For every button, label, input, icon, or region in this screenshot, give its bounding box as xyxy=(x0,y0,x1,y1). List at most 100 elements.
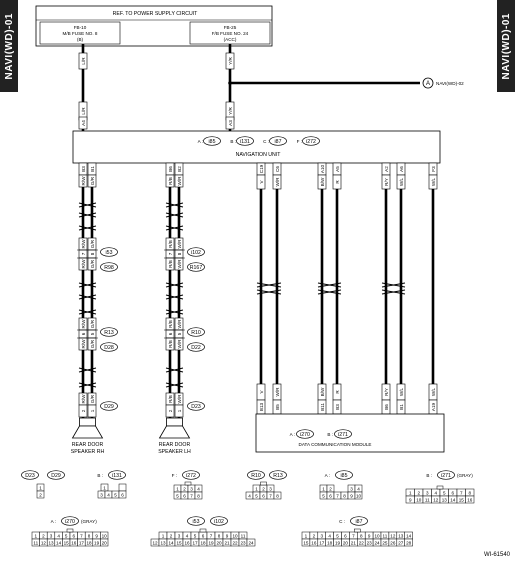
connector-name: i53 xyxy=(193,519,200,525)
pin-number: 10 xyxy=(232,533,238,538)
pin-number: 2 xyxy=(313,533,316,538)
wire-color: R/W xyxy=(81,394,86,404)
pin-number: 5 xyxy=(176,493,179,498)
pin-number: 8 xyxy=(360,533,363,538)
pin-number: B13 xyxy=(259,402,264,411)
connector-name: i87 xyxy=(356,519,363,525)
wire-color: G/R xyxy=(90,176,95,185)
wire-color: Y/R xyxy=(228,106,233,114)
pin-number: 8 xyxy=(197,493,200,498)
wire-color: R/B xyxy=(168,260,173,268)
nav-conn-name: i85 xyxy=(209,139,216,145)
pin-number: 21 xyxy=(351,540,357,545)
pin-number: A2 xyxy=(384,166,389,172)
pin-number: 18 xyxy=(200,540,206,545)
connector-suffix: (GRAY) xyxy=(457,473,473,478)
navigation-unit-box xyxy=(72,130,441,164)
pin-number: 19 xyxy=(94,540,100,545)
pin-number: A3 xyxy=(228,120,233,126)
pin-box xyxy=(396,174,406,190)
junction-conn-oval xyxy=(187,247,205,257)
branch-marker-letter: A xyxy=(426,81,430,87)
pin-number: 4 xyxy=(197,486,200,491)
dcm-twist xyxy=(256,282,282,288)
rh-twist xyxy=(78,282,97,288)
pin-box xyxy=(332,174,342,190)
speaker-label: REAR DOOR xyxy=(159,442,191,448)
wire-color: L/R xyxy=(81,107,86,115)
pin-number: 11 xyxy=(241,533,246,538)
connector-label: F : xyxy=(172,473,177,478)
pin-number: 9 xyxy=(409,497,412,502)
pin-number: 7 xyxy=(336,493,339,498)
pin-number: 12 xyxy=(152,540,158,545)
nav-conn-name: i87 xyxy=(275,139,282,145)
pin-number: 3 xyxy=(320,533,323,538)
dcm-conn-label: B : xyxy=(327,432,333,437)
pin-number: 2 xyxy=(417,490,420,495)
pin-number: 3 xyxy=(178,533,181,538)
connector-name-oval xyxy=(187,516,205,526)
pin-number: 2 xyxy=(81,409,86,412)
wire-color: R/W xyxy=(81,339,86,349)
connector-pin xyxy=(100,538,109,547)
pin-number: 7 xyxy=(190,493,193,498)
pin-number: 7 xyxy=(269,493,272,498)
junction-conn-oval xyxy=(187,327,205,337)
nav-conn-name-oval xyxy=(302,136,320,146)
pin-number: 4 xyxy=(248,493,251,498)
pin-box xyxy=(87,174,97,188)
pin-number: 8 xyxy=(468,490,471,495)
pin-number: 20 xyxy=(216,540,222,545)
speaker-conn: D29 xyxy=(104,404,114,410)
junction-conn: i53 xyxy=(106,250,113,256)
wire-color: R/B xyxy=(168,240,173,248)
connector-name: i271 xyxy=(441,473,451,479)
connector-pin xyxy=(118,490,127,499)
rh-twist xyxy=(78,309,97,315)
lh-twist xyxy=(165,212,184,218)
nav-conn-label: B : xyxy=(230,139,236,144)
pin-number: 22 xyxy=(232,540,238,545)
pin-number: 5 xyxy=(443,490,446,495)
fuse-fb25-text: FB-25 xyxy=(224,25,237,30)
pin-box xyxy=(165,404,175,418)
connector-name: i85 xyxy=(341,473,348,479)
pin-box xyxy=(78,116,88,130)
rh-twist xyxy=(78,294,97,300)
connector-pin xyxy=(404,538,413,547)
pin-number: 6 xyxy=(344,533,347,538)
wire-color: G/R xyxy=(90,259,95,268)
pin-box xyxy=(78,404,88,418)
pin-number: 17 xyxy=(79,540,85,545)
wire-color: R xyxy=(335,180,340,184)
pin-number: 16 xyxy=(71,540,77,545)
pin-number: B1 xyxy=(90,166,95,172)
pin-number: 3 xyxy=(350,486,353,491)
lh-twist xyxy=(165,294,184,300)
pin-number: 5 xyxy=(65,533,68,538)
connector-pin xyxy=(36,490,45,499)
pin-number: 1 xyxy=(162,533,165,538)
pin-number: 25 xyxy=(382,540,388,545)
connector-name-oval xyxy=(350,516,368,526)
junction-conn-oval xyxy=(187,342,205,352)
connector-label: C : xyxy=(339,519,345,524)
wire-color: G/R xyxy=(90,239,95,248)
pin-number: B6 xyxy=(168,166,173,172)
page-tab-left: NAVI(WD)-01 xyxy=(0,0,18,92)
pin-number: B3 xyxy=(81,166,86,172)
wire-color: R xyxy=(335,390,340,394)
pin-number: 11 xyxy=(425,497,430,502)
pin-number: 3 xyxy=(269,486,272,491)
wire-color: R/Y xyxy=(384,388,389,396)
connector-label: B : xyxy=(97,473,103,478)
pin-number: 2 xyxy=(329,486,332,491)
speaker-label: REAR DOOR xyxy=(72,442,104,448)
pin-number: 6 xyxy=(183,493,186,498)
pin-number: 1 xyxy=(305,533,308,538)
dcm-twist xyxy=(317,282,342,288)
pin-number: 14 xyxy=(406,533,412,538)
rh-twist xyxy=(78,382,97,388)
